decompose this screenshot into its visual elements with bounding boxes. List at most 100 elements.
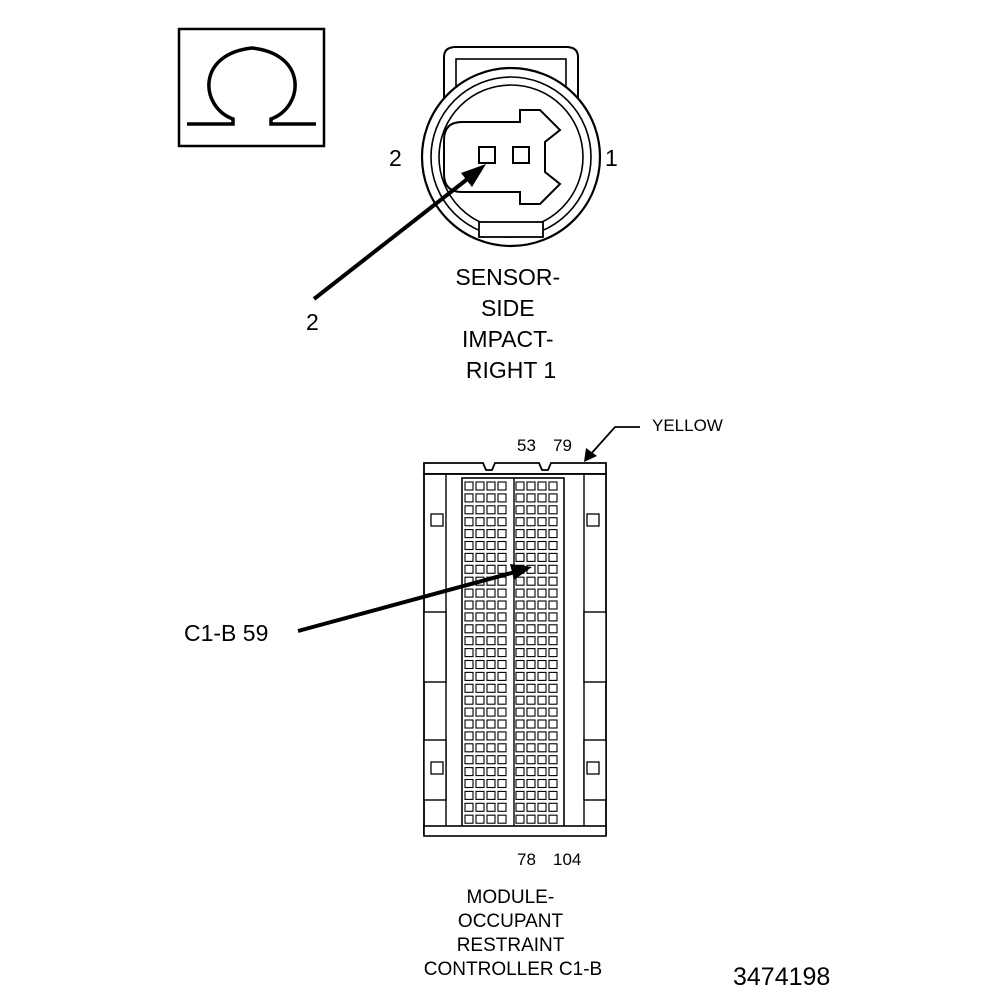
pin-cavity <box>464 778 474 789</box>
pin-cavity <box>475 790 485 800</box>
pin-cavity <box>526 755 536 765</box>
pin-cavity <box>548 707 558 717</box>
pin-cavity <box>464 695 474 705</box>
pin-cavity <box>464 683 474 693</box>
pin-cavity <box>497 755 507 765</box>
pin-cavity <box>548 636 558 646</box>
pin-cavity <box>475 636 485 646</box>
pin-cavity <box>526 707 536 717</box>
pin-cavity <box>548 540 558 551</box>
pin-cavity <box>548 683 558 693</box>
pin-cavity <box>537 695 547 705</box>
pin-cavity <box>497 671 507 681</box>
pin-cavity <box>537 707 547 717</box>
pin-cavity <box>537 505 547 515</box>
pin-cavity <box>486 612 496 622</box>
pin-cavity <box>526 493 536 503</box>
pin-cavity <box>497 481 507 491</box>
pin-cavity <box>537 576 547 586</box>
pin-cavity <box>515 624 525 634</box>
pin-cavity <box>475 612 485 622</box>
pin-cavity <box>515 529 525 539</box>
pin-cavity <box>515 767 525 777</box>
pin-cavity <box>515 707 525 717</box>
pin-cavity <box>537 767 547 777</box>
pin-cavity <box>537 588 547 598</box>
pin-cavity <box>515 588 525 598</box>
pin-cavity <box>486 695 496 705</box>
pin-cavity <box>537 636 547 646</box>
pin-cavity <box>526 588 536 598</box>
pin-cavity <box>548 505 558 515</box>
sensor-name-line: IMPACT- <box>462 326 554 352</box>
pin-cavity <box>486 493 496 503</box>
module-bottom-pin-a-label: 78 <box>517 850 536 869</box>
pin-cavity <box>515 612 525 622</box>
sensor-name: SENSOR- SIDE IMPACT- RIGHT 1 <box>455 264 566 383</box>
pin-cavity <box>537 659 547 670</box>
pin-cavity <box>515 695 525 705</box>
pin-cavity <box>486 767 496 777</box>
pin-cavity <box>526 505 536 515</box>
pin-cavity <box>475 505 485 515</box>
pin-cavity <box>464 731 474 741</box>
color-callout-arrow <box>584 426 640 462</box>
pin-cavity <box>548 612 558 622</box>
pin-cavity <box>537 731 547 741</box>
pin-cavity <box>515 790 525 800</box>
pin-cavity <box>497 743 507 753</box>
pin-cavity <box>497 517 507 527</box>
pin-cavity <box>464 767 474 777</box>
pin-cavity <box>526 636 536 646</box>
pin-cavity <box>548 695 558 705</box>
pin-cavity <box>537 778 547 789</box>
pin-cavity <box>515 505 525 515</box>
pin-cavity <box>515 814 525 824</box>
pin-cavity <box>548 648 558 658</box>
pin-cavity <box>526 671 536 681</box>
pin-cavity <box>515 552 525 562</box>
pin-cavity <box>548 624 558 634</box>
pin-cavity <box>475 517 485 527</box>
pin-cavity <box>548 481 558 491</box>
pin-cavity <box>548 755 558 765</box>
pin-cavity <box>486 719 496 729</box>
pin-cavity <box>497 648 507 658</box>
pin-cavity <box>475 683 485 693</box>
pin-cavity <box>475 767 485 777</box>
pin-cavity <box>475 671 485 681</box>
pin-cavity <box>515 648 525 658</box>
pin-cavity <box>475 755 485 765</box>
pin-cavity <box>548 552 558 562</box>
pin-cavity <box>548 588 558 598</box>
pin-cavity <box>497 695 507 705</box>
pin-cavity <box>464 636 474 646</box>
pin-cavity <box>486 588 496 598</box>
pin-cavity <box>486 636 496 646</box>
pin-cavity <box>515 600 525 610</box>
sensor-callout-label: 2 <box>306 309 319 335</box>
pin-cavity <box>526 790 536 800</box>
pin-cavity <box>526 600 536 610</box>
pin-cavity <box>486 505 496 515</box>
pin-cavity <box>486 671 496 681</box>
pin-cavity <box>526 540 536 551</box>
pin-cavity <box>548 671 558 681</box>
pin-cavity <box>486 659 496 670</box>
pin-cavity <box>548 814 558 824</box>
pin-cavity <box>464 719 474 729</box>
pin-cavity <box>486 564 496 574</box>
pin-cavity <box>515 778 525 789</box>
pin-cavity <box>526 576 536 586</box>
pin-cavity <box>526 719 536 729</box>
pin-cavity <box>486 540 496 551</box>
pin-cavity <box>526 552 536 562</box>
pin-cavity <box>537 790 547 800</box>
pin-cavity <box>497 802 507 812</box>
pin-cavity <box>486 624 496 634</box>
module-top-pin-b-label: 79 <box>553 436 572 455</box>
pin-cavity <box>515 755 525 765</box>
pin-cavity <box>486 755 496 765</box>
pin-cavity <box>526 695 536 705</box>
pin-cavity <box>464 540 474 551</box>
